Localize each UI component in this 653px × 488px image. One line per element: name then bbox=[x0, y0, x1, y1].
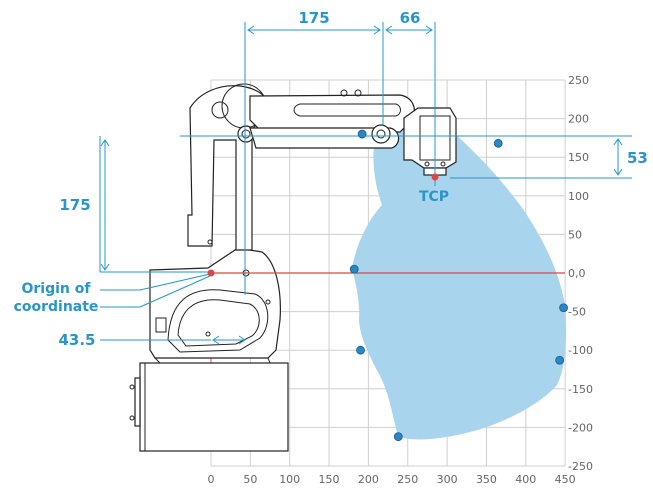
workspace-point bbox=[559, 303, 568, 313]
dim-bottom-offset: 43.5 bbox=[58, 331, 95, 349]
origin-point bbox=[207, 269, 215, 277]
x-tick-label: 100 bbox=[279, 473, 300, 486]
dim-top-right: 66 bbox=[400, 9, 421, 27]
y-tick-label: 250 bbox=[568, 74, 589, 87]
workspace-region bbox=[352, 120, 567, 440]
robot-upper-arm bbox=[187, 83, 273, 251]
y-tick-label: -150 bbox=[568, 383, 593, 396]
y-tick-label: -50 bbox=[568, 306, 586, 319]
y-tick-label: 50 bbox=[568, 228, 582, 241]
x-tick-label: 300 bbox=[437, 473, 458, 486]
x-tick-label: 150 bbox=[319, 473, 340, 486]
y-tick-label: -100 bbox=[568, 344, 593, 357]
x-tick-label: 350 bbox=[476, 473, 497, 486]
workspace-point bbox=[356, 345, 365, 355]
x-tick-label: 200 bbox=[358, 473, 379, 486]
y-tick-labels: 250 200 150 100 50 0,0 -50 -100 -150 -200 -250 bbox=[568, 74, 593, 473]
y-tick-label: 0,0 bbox=[568, 267, 586, 280]
robot-forearm bbox=[249, 89, 415, 149]
y-tick-label: 150 bbox=[568, 151, 589, 164]
dim-right: 53 bbox=[627, 149, 648, 167]
origin-label-line2: coordinate bbox=[14, 299, 99, 315]
origin-label-line1: Origin of bbox=[22, 281, 92, 297]
dim-left-vertical: 175 bbox=[59, 196, 90, 214]
x-tick-label: 250 bbox=[397, 473, 418, 486]
x-tick-labels: 0 50 100 150 200 250 300 350 400 450 bbox=[208, 473, 576, 486]
workspace-point bbox=[357, 129, 367, 139]
x-tick-label: 50 bbox=[243, 473, 257, 486]
robot-base bbox=[129, 362, 289, 452]
tcp-point bbox=[431, 173, 439, 181]
robot-shoulder-housing bbox=[149, 247, 281, 364]
y-tick-label: 100 bbox=[568, 190, 589, 203]
dim-top-left: 175 bbox=[298, 9, 329, 27]
workspace-point bbox=[555, 355, 565, 365]
y-tick-label: -200 bbox=[568, 421, 593, 434]
tcp-label: TCP bbox=[419, 189, 449, 205]
workspace-points bbox=[349, 129, 568, 442]
dimension-lines bbox=[99, 22, 632, 345]
x-tick-label: 400 bbox=[515, 473, 536, 486]
workspace-point bbox=[393, 432, 403, 442]
workspace-point bbox=[349, 264, 359, 274]
x-tick-label: 450 bbox=[555, 473, 576, 486]
x-tick-label: 0 bbox=[208, 473, 215, 486]
y-tick-label: -250 bbox=[568, 460, 593, 473]
workspace-point bbox=[493, 138, 503, 148]
y-tick-label: 200 bbox=[568, 113, 589, 126]
